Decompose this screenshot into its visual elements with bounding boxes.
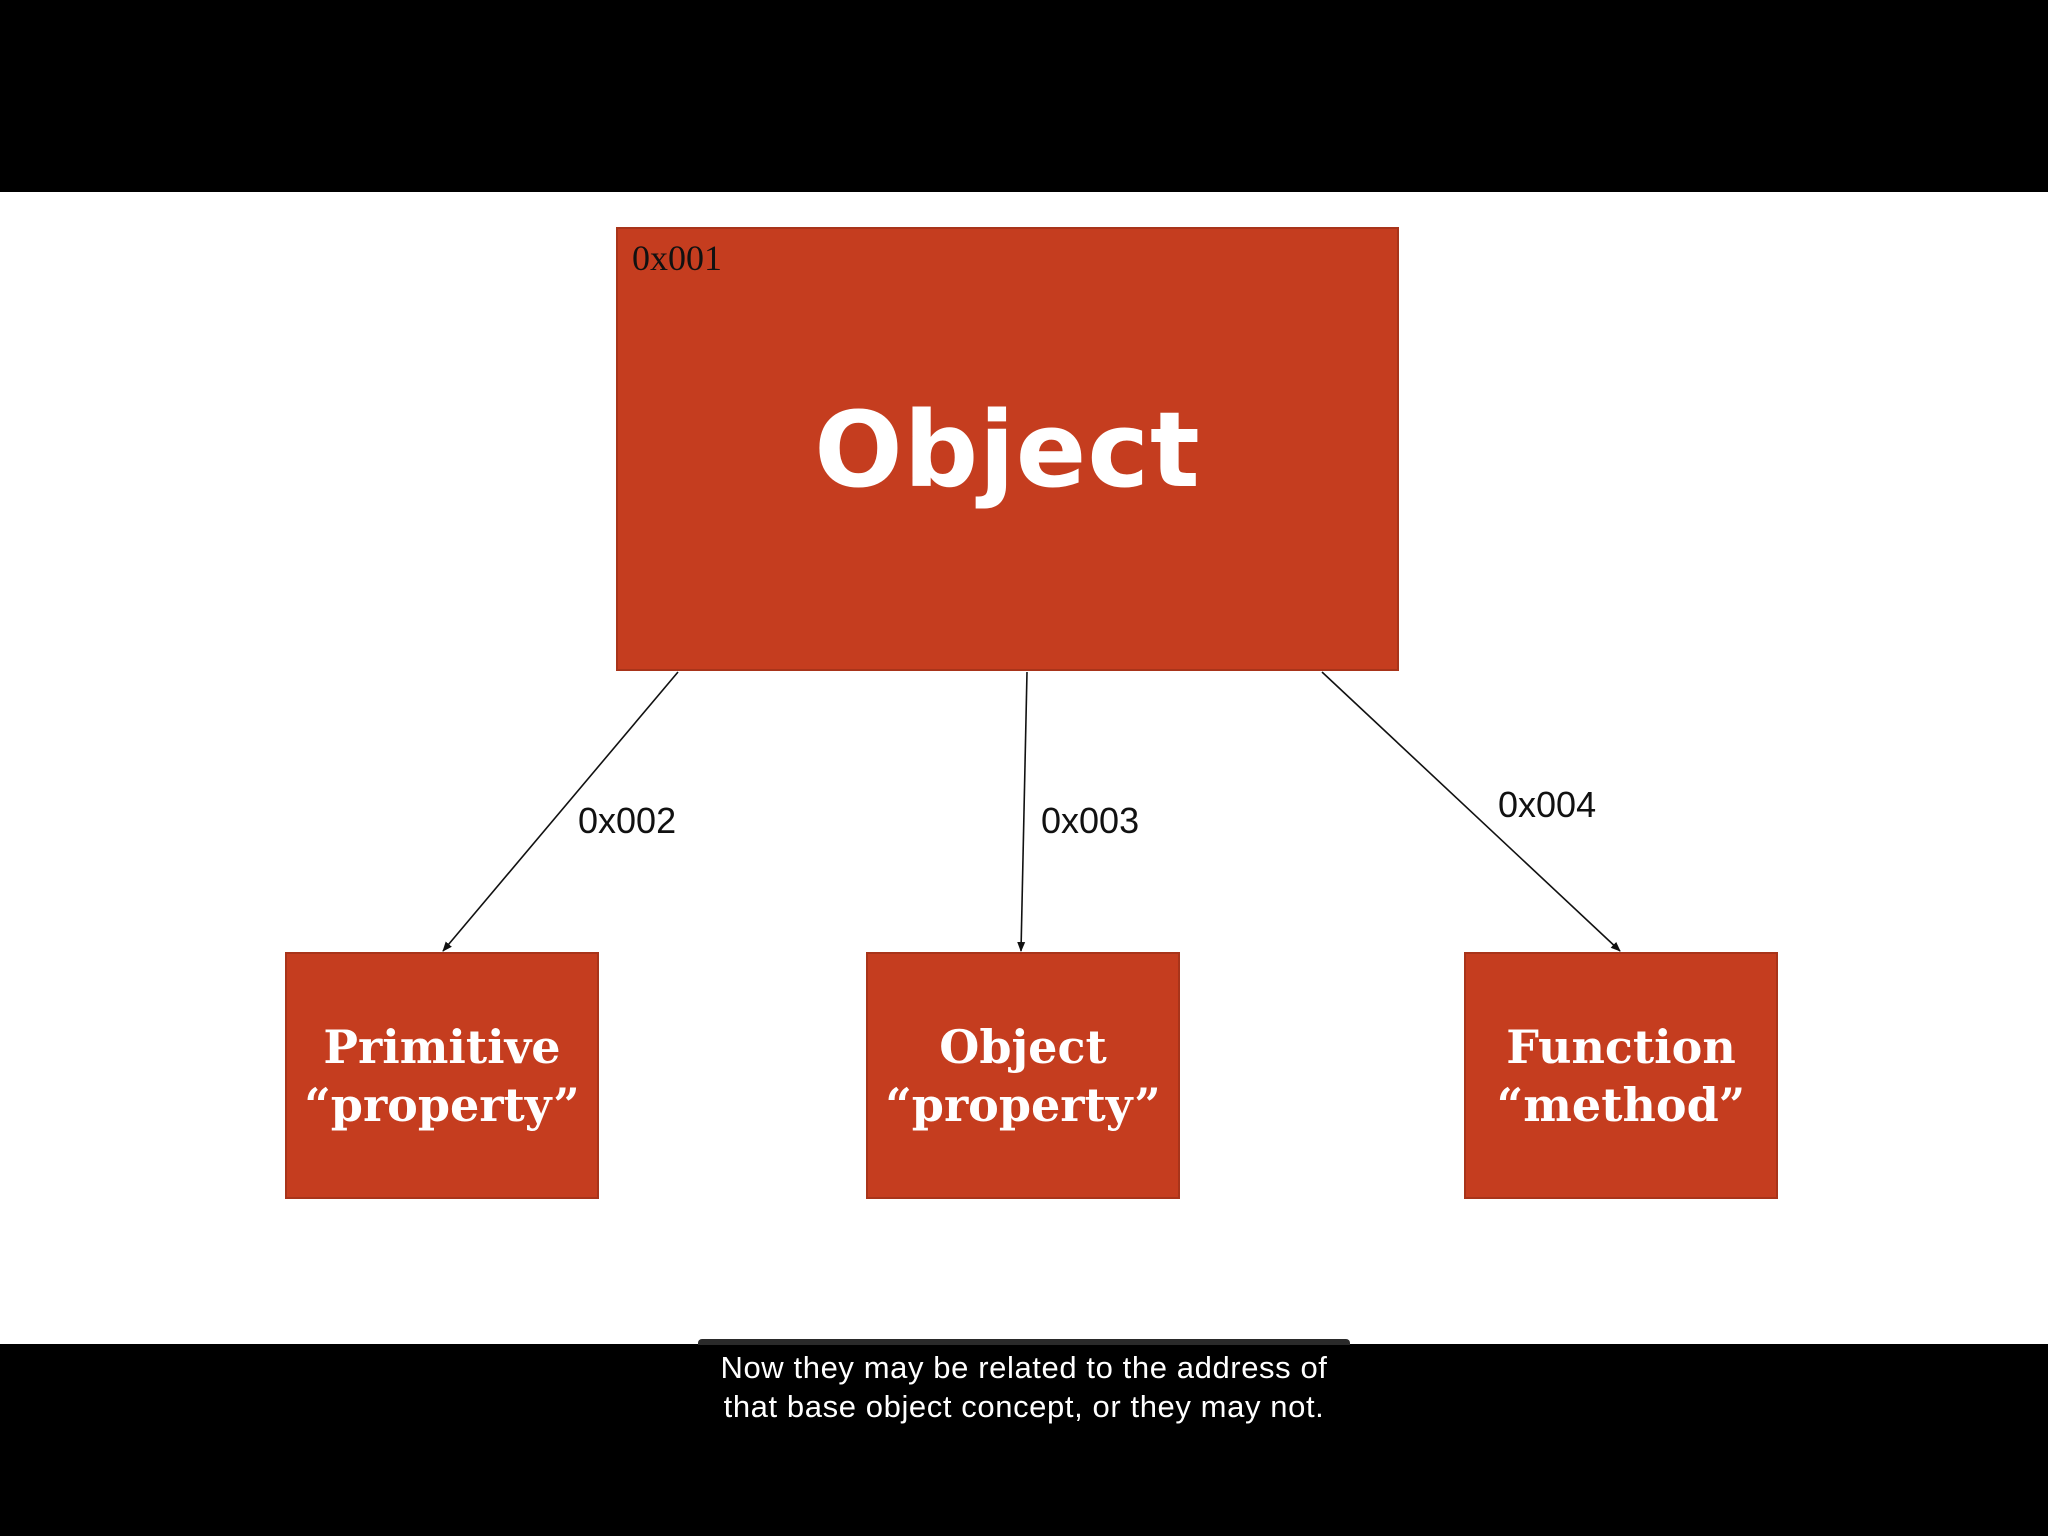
primitive-box-line1: Primitive [323, 1019, 561, 1074]
caption-line-1: Now they may be related to the address o… [720, 1350, 1328, 1385]
object-box-line1: Object [939, 1019, 1107, 1074]
edges [442, 671, 1621, 952]
subtitle-caption: Now they may be related to the address o… [0, 1348, 2048, 1426]
primitive-box-line2: “property” [304, 1077, 580, 1132]
object-property-box: Object “property” [866, 952, 1180, 1199]
edge-label-function: 0x004 [1498, 784, 1597, 825]
edge-label-primitive: 0x002 [578, 800, 677, 841]
edge-to-primitive [442, 671, 679, 952]
edge-to-function [1321, 671, 1621, 952]
root-object-box: 0x001 Object [616, 227, 1399, 671]
primitive-property-box: Primitive “property” [285, 952, 599, 1199]
function-box-line2: “method” [1496, 1077, 1746, 1132]
letterbox-bottom [0, 1344, 2048, 1536]
function-method-box: Function “method” [1464, 952, 1778, 1199]
edge-label-object-property: 0x003 [1041, 800, 1140, 841]
letterbox-top [0, 0, 2048, 192]
root-title: Object [814, 389, 1201, 511]
caption-bar [698, 1339, 1350, 1345]
root-address: 0x001 [632, 238, 722, 278]
object-box-line2: “property” [885, 1077, 1161, 1132]
caption-line-2: that base object concept, or they may no… [723, 1389, 1325, 1424]
edge-to-object-property [1017, 671, 1028, 952]
slide: 0x001 Object 0x002 0x003 0x004 Primitive… [0, 192, 2048, 1344]
function-box-line1: Function [1506, 1019, 1736, 1074]
